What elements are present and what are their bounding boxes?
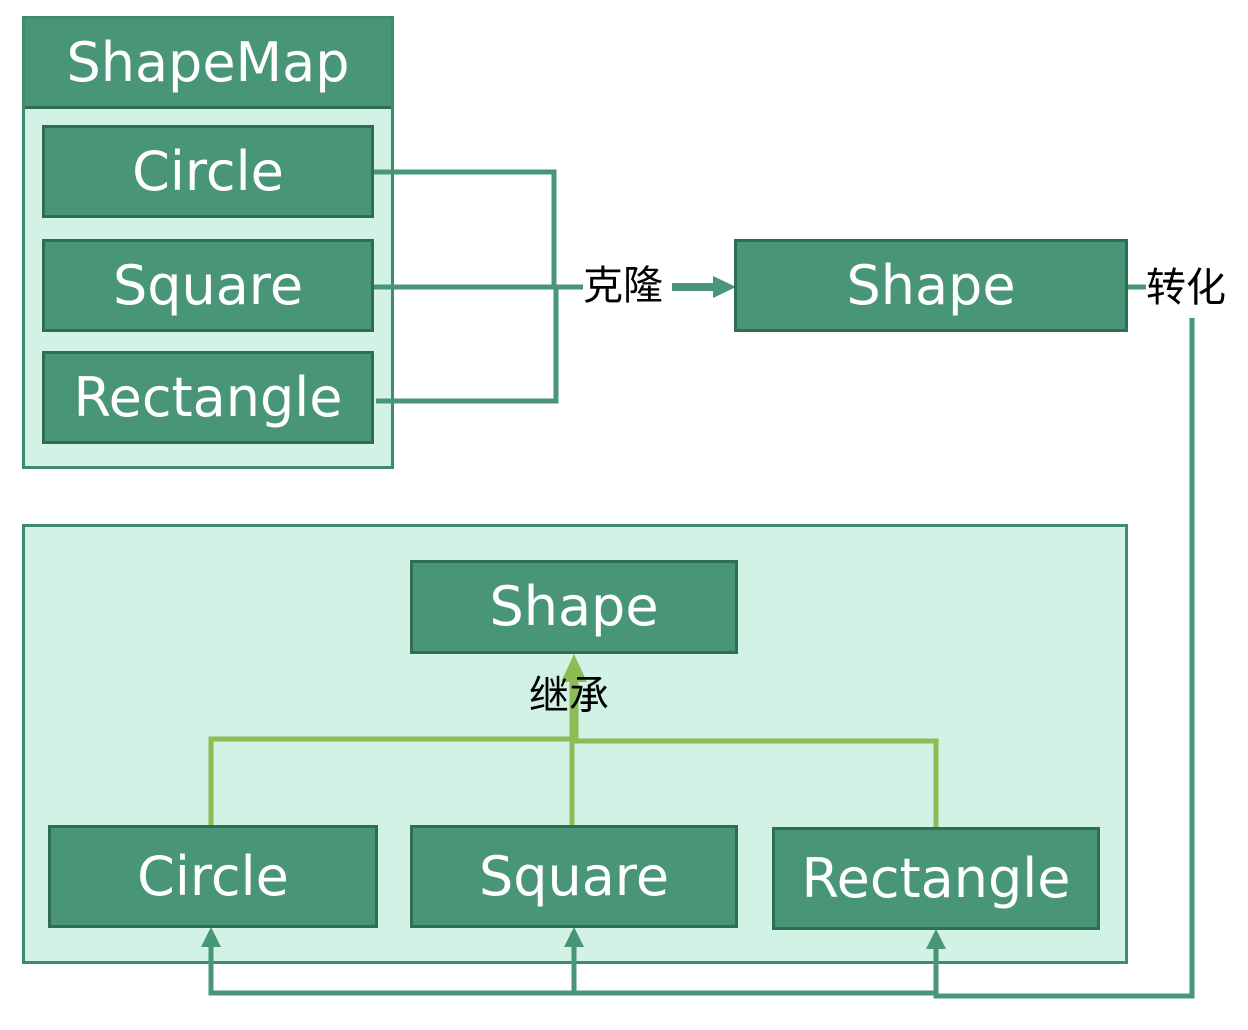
clone-label: 克隆 — [583, 263, 663, 309]
clone-arrow-head — [713, 276, 736, 298]
hierarchy-child-rectangle: Rectangle — [772, 827, 1100, 930]
convert-connectors — [208, 284, 1195, 999]
inherit-connectors — [208, 680, 939, 828]
inherit-line-rectangle — [574, 738, 939, 828]
convert-label: 转化 — [1146, 265, 1226, 311]
clone-line-circle — [373, 169, 557, 288]
clone-line-rectangle — [376, 288, 559, 404]
shapemap-item-circle: Circle — [42, 125, 374, 218]
shapemap-item-rectangle: Rectangle — [42, 351, 374, 444]
inherit-line-circle — [208, 736, 574, 826]
inherit-arrow-head — [561, 654, 587, 682]
shapemap-item-square: Square — [42, 239, 374, 332]
hierarchy-child-circle: Circle — [48, 825, 378, 928]
shapemap-title: ShapeMap — [25, 19, 391, 109]
hierarchy-child-square: Square — [410, 825, 738, 928]
convert-arrow-head-circle — [201, 927, 221, 947]
convert-line-square — [571, 944, 936, 996]
inherit-label: 继承 — [529, 673, 609, 719]
clone-target-shape: Shape — [734, 239, 1128, 332]
hierarchy-parent-shape: Shape — [410, 560, 738, 654]
convert-line — [933, 318, 1195, 999]
convert-line-circle — [208, 944, 574, 996]
clone-connectors — [373, 169, 718, 404]
convert-arrow-head-rectangle — [926, 929, 946, 949]
convert-arrow-head-square — [564, 927, 584, 947]
